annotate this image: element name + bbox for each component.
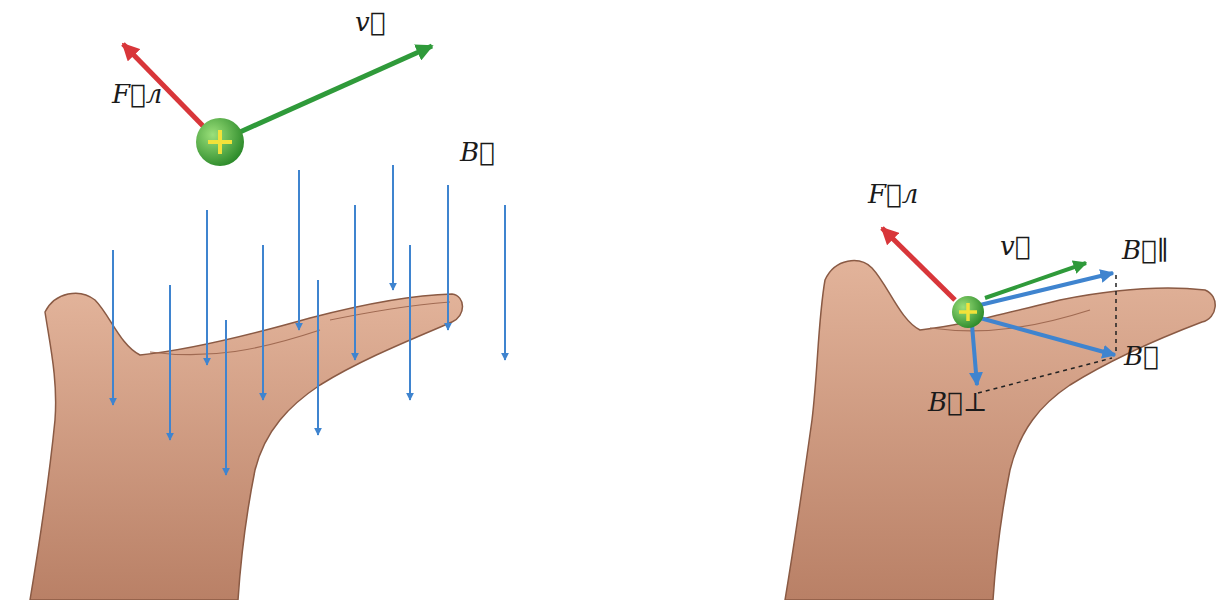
field-arrow [980,318,1115,355]
force-label: F⃗л [112,80,162,109]
force-label: F⃗л [868,180,918,209]
hand [30,293,463,600]
velocity-arrow [985,263,1086,298]
component-guides [978,275,1116,393]
velocity-arrow [240,46,432,132]
velocity-label: v⃗ [355,8,385,37]
field-label: B⃗ [460,138,495,167]
hand [785,261,1215,600]
charge [952,296,984,328]
force-arrow [882,228,955,300]
velocity-label: v⃗ [1000,232,1030,261]
field-lines [113,165,505,475]
field-label: B⃗ [1124,342,1159,371]
field-perp-label: B⃗⊥ [928,388,987,417]
field-perp-arrow [972,325,977,385]
field-parallel-label: B⃗∥ [1122,236,1169,265]
charge [196,118,244,166]
